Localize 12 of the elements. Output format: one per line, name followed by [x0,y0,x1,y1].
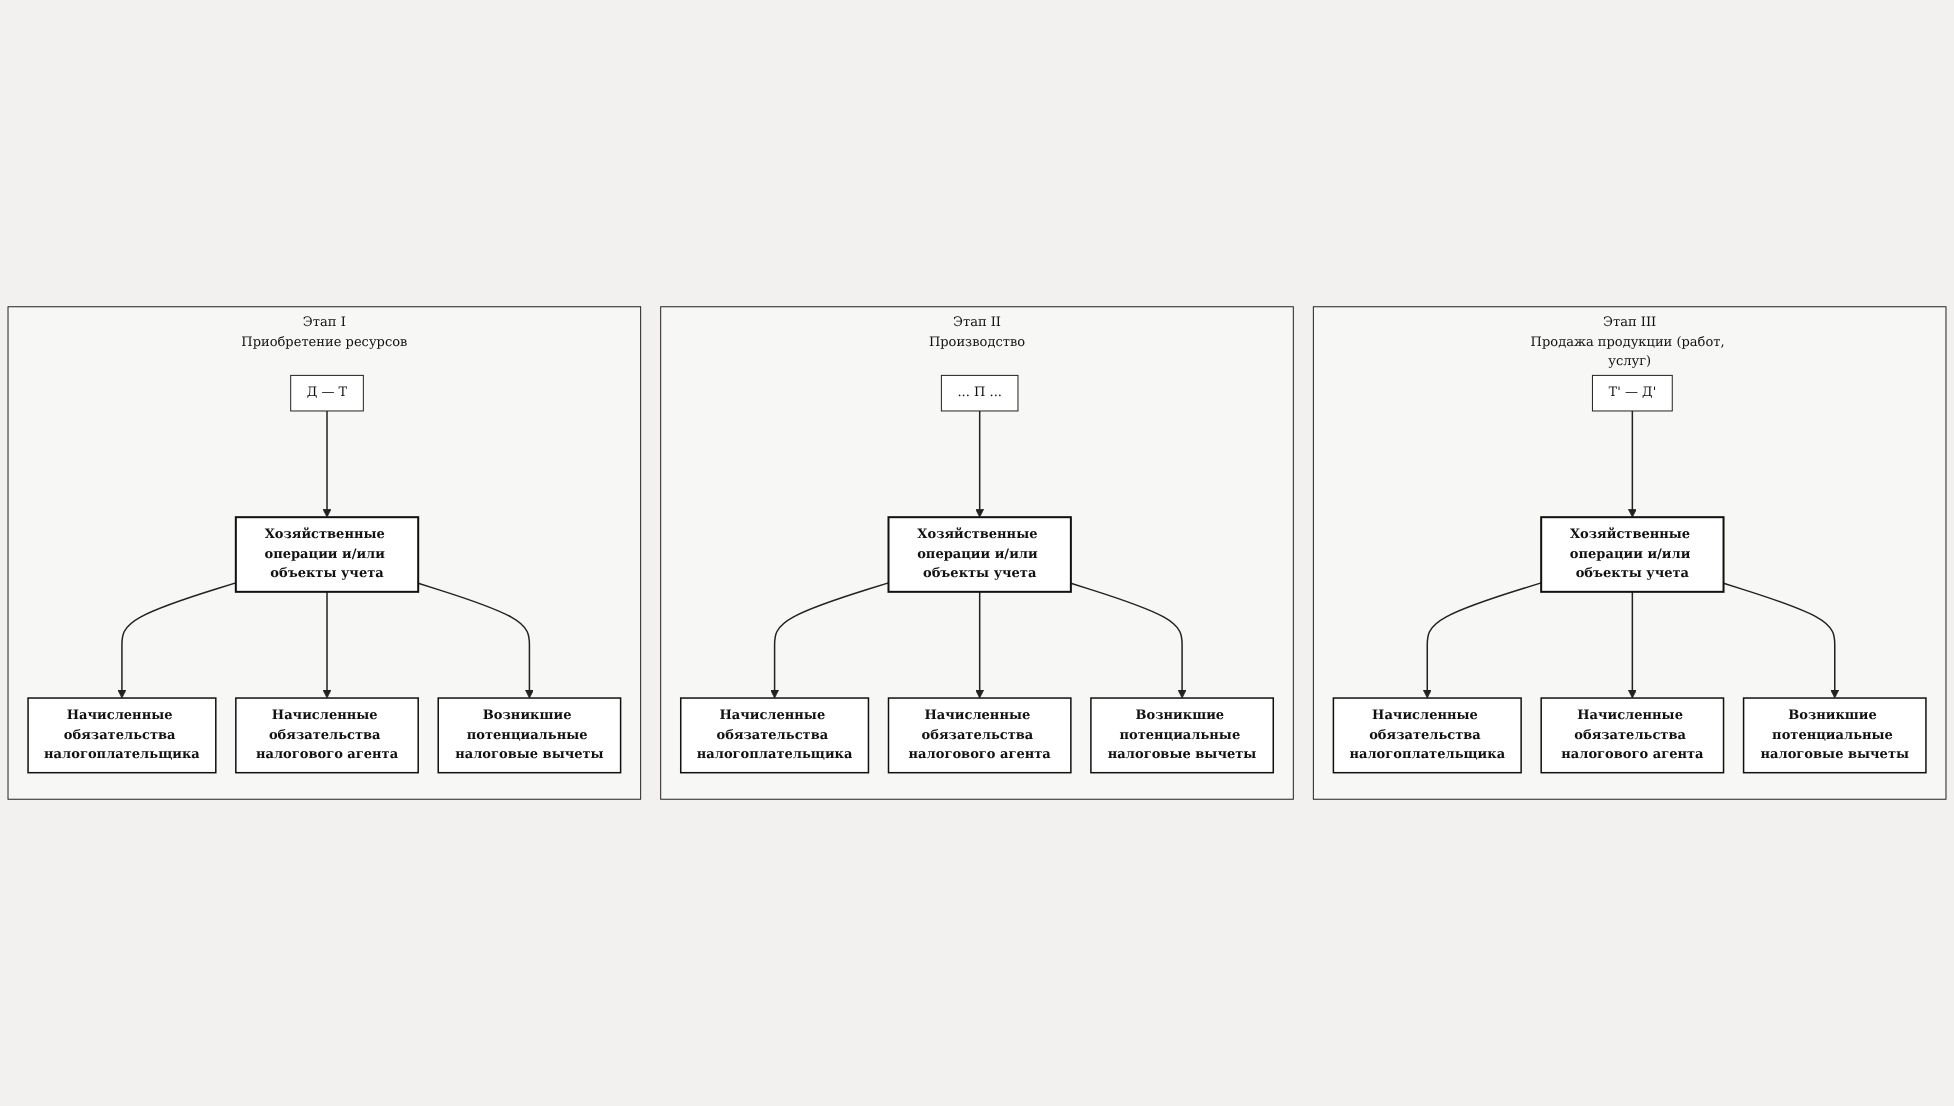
arrow [417,582,534,699]
arrow [322,410,332,518]
arrow [770,582,890,699]
arrow [117,582,237,699]
arrow [1422,582,1542,699]
arrow [975,591,985,699]
arrow [975,410,985,518]
arrow [1627,410,1637,518]
arrow [322,591,332,699]
arrow [1627,591,1637,699]
arrow [1070,582,1187,699]
arrow [1722,582,1840,699]
